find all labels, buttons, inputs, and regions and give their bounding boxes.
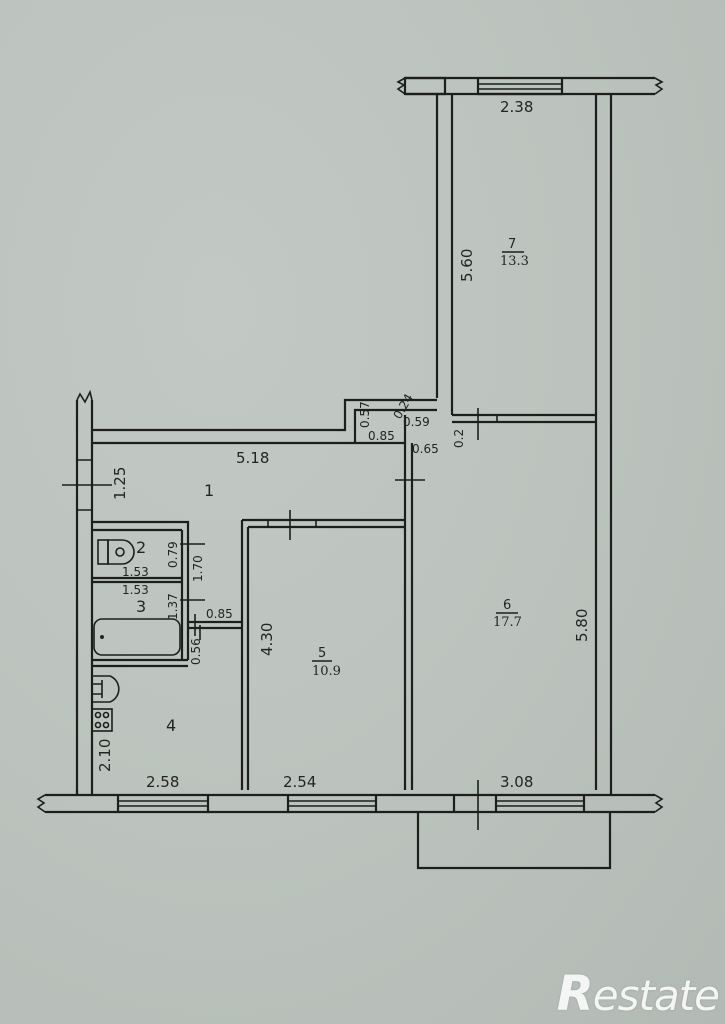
restate-watermark-logo: Restate xyxy=(556,966,720,1022)
room-labels: 1 2 3 4 5 10.9 6 17.7 7 13.3 xyxy=(136,237,529,735)
room-7-number: 7 xyxy=(508,237,516,252)
dim-room5-length: 4.30 xyxy=(258,623,276,656)
room-5-number: 5 xyxy=(318,646,326,661)
dim-kitchen-width: 2.58 xyxy=(146,773,179,791)
dim-room7-width: 2.38 xyxy=(500,98,533,116)
dim-room6-length: 5.80 xyxy=(573,609,591,642)
dim-wc-depth: 0.79 xyxy=(166,541,180,568)
dim-door-b: 0.2 xyxy=(452,429,466,448)
dim-wc-width: 1.53 xyxy=(122,565,149,579)
dim-bath-door: 0.85 xyxy=(206,607,233,621)
watermark-initial: R xyxy=(556,966,594,1022)
room-6-number: 6 xyxy=(503,598,511,613)
dim-hall-length: 5.18 xyxy=(236,449,269,467)
dim-door-a: 0.65 xyxy=(412,442,439,456)
dimension-labels: 2.38 5.60 5.18 1.25 0.57 0.24 0.59 0.85 … xyxy=(96,98,591,791)
dim-closet-c: 0.59 xyxy=(403,415,430,429)
dim-bath-depth: 1.37 xyxy=(166,593,180,620)
dim-room7-length: 5.60 xyxy=(458,249,476,282)
sink-icon xyxy=(92,675,120,703)
room-3-number: 3 xyxy=(136,597,146,616)
bathtub-icon xyxy=(93,618,181,656)
balcony xyxy=(416,812,612,870)
stove-icon xyxy=(91,708,113,732)
dim-closet-d: 0.85 xyxy=(368,429,395,443)
dim-room6-width: 3.08 xyxy=(500,773,533,791)
room-5-walls xyxy=(199,510,405,790)
room-6-area: 17.7 xyxy=(493,615,522,630)
room-5-area: 10.9 xyxy=(312,664,341,679)
dim-kitchen-length: 2.10 xyxy=(96,739,114,772)
dim-hall-width: 1.25 xyxy=(111,467,129,500)
hallway-walls xyxy=(62,389,437,795)
toilet-icon xyxy=(97,539,135,565)
room-7-walls xyxy=(396,76,664,790)
dim-closet-a: 0.57 xyxy=(358,401,372,428)
watermark-text: estate xyxy=(592,971,720,1020)
room-7-area: 13.3 xyxy=(500,254,529,269)
bottom-wall xyxy=(36,780,664,830)
room-4-number: 4 xyxy=(166,716,176,735)
dim-bath-gap: 0.56 xyxy=(189,638,203,665)
dim-bath-total: 1.70 xyxy=(191,555,205,582)
kitchen-walls xyxy=(91,675,120,732)
dim-bath-width: 1.53 xyxy=(122,583,149,597)
room-6-markers xyxy=(477,408,498,440)
room-1-number: 1 xyxy=(204,481,214,500)
bathroom-walls xyxy=(92,520,242,668)
dim-room5-width: 2.54 xyxy=(283,773,316,791)
room-2-number: 2 xyxy=(136,538,146,557)
